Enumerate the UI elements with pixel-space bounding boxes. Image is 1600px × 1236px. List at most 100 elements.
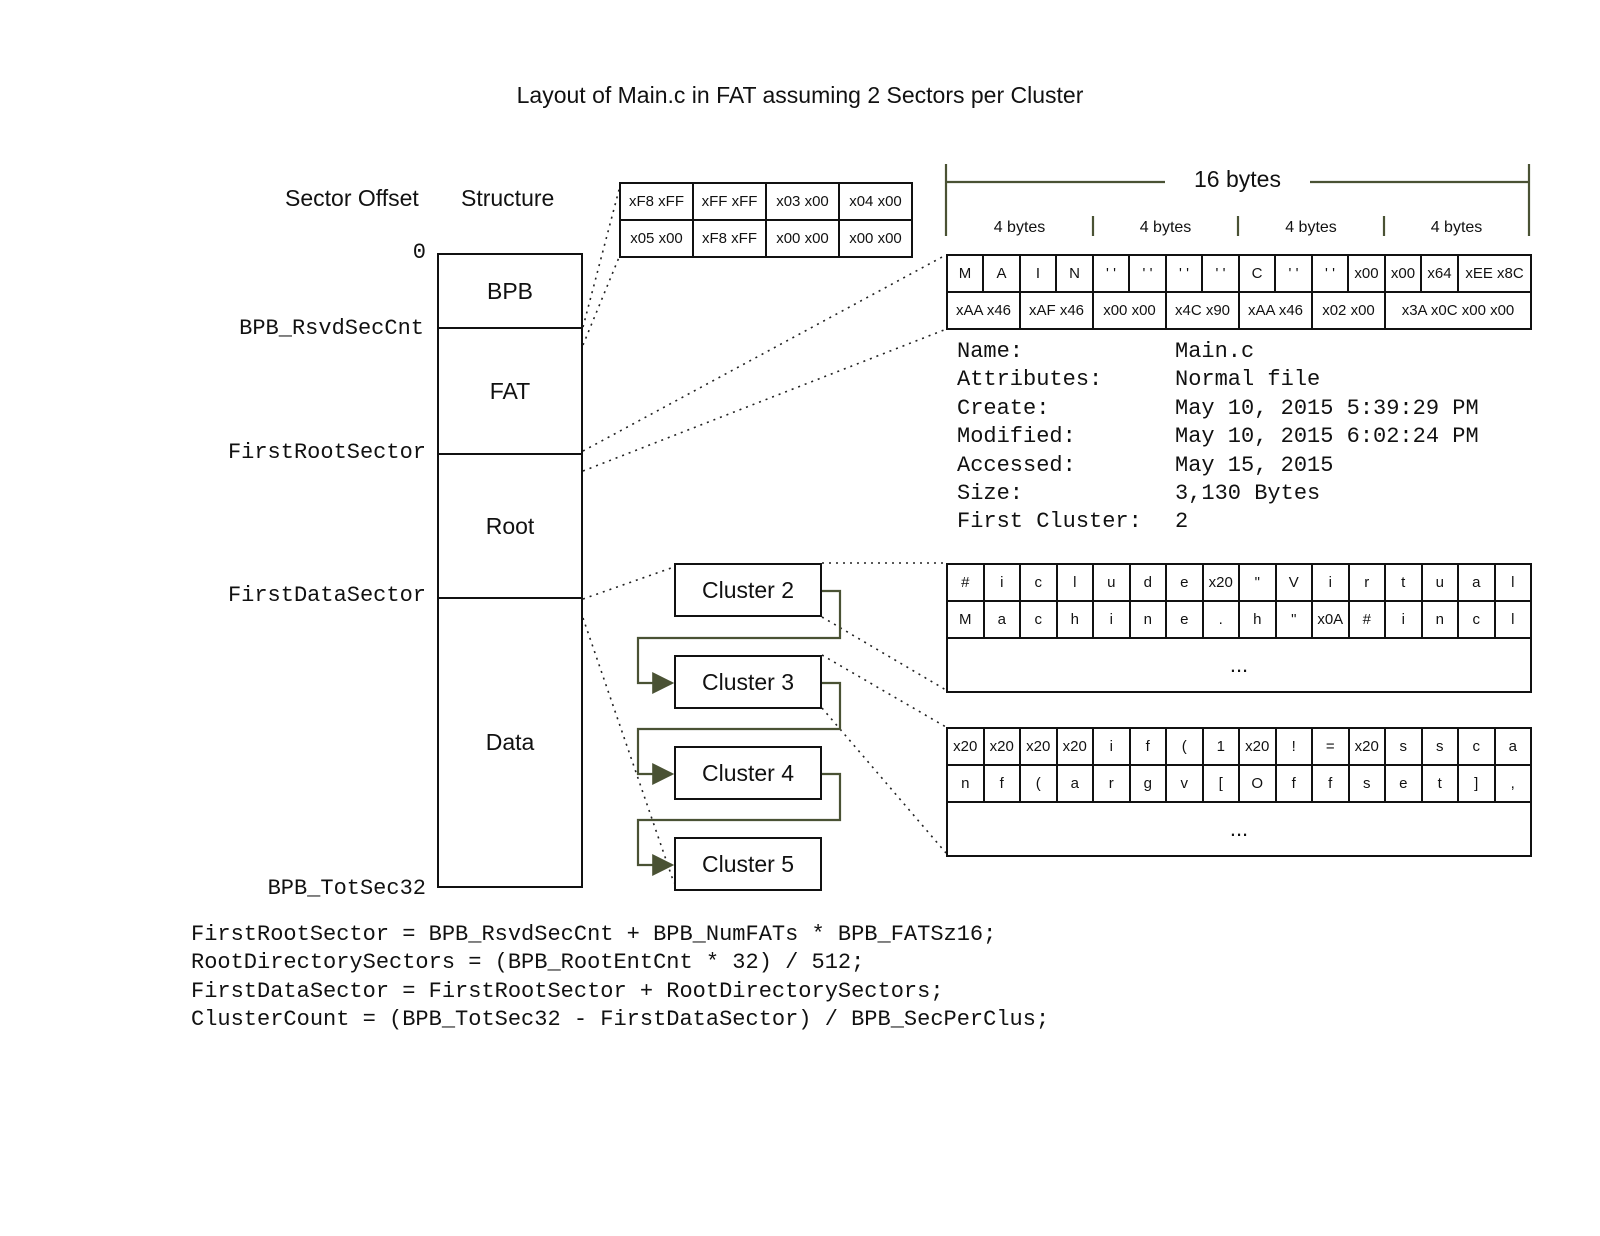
- cluster-2-box: Cluster 2: [674, 563, 822, 617]
- ruler-group-label: 4 bytes: [993, 219, 1046, 236]
- cluster-3-box: Cluster 3: [674, 655, 822, 709]
- root-zoom-line-bottom: [582, 329, 945, 472]
- data-byte-cell: x20: [946, 727, 985, 766]
- dir-byte-cell: M: [946, 254, 984, 293]
- dir-byte-cell: xEE x8C: [1457, 254, 1532, 293]
- data-byte-cell: ]: [1457, 764, 1496, 803]
- data-byte-cell: i: [1311, 563, 1350, 602]
- file-info-key: Accessed:: [957, 452, 1076, 478]
- dir-byte-cell: A: [982, 254, 1021, 293]
- sector-label-zero: 0: [412, 240, 426, 265]
- sector-label-rsvd: BPB_RsvdSecCnt: [239, 316, 424, 341]
- data-byte-cell: a: [1493, 727, 1532, 766]
- ruler-total-label: 16 bytes: [1165, 166, 1310, 193]
- data-byte-cell: e: [1165, 600, 1204, 639]
- data-byte-cell: 1: [1201, 727, 1240, 766]
- data-byte-cell: t: [1420, 764, 1459, 803]
- sector-label-totsec: BPB_TotSec32: [267, 876, 426, 901]
- data-byte-cell: u: [1420, 563, 1459, 602]
- sector-label-first-data: FirstDataSector: [227, 583, 426, 608]
- data-byte-cell: x20: [1201, 563, 1240, 602]
- dir-byte-cell: x4C x90: [1165, 291, 1240, 330]
- fat-cell: x03 x00: [765, 182, 840, 221]
- file-info-key: Modified:: [957, 424, 1076, 450]
- file-info-value: May 15, 2015: [1175, 452, 1334, 478]
- data-ellipsis-cell: ...: [946, 801, 1532, 857]
- dir-byte-cell: xAA x46: [1238, 291, 1313, 330]
- data-byte-cell: i: [1092, 600, 1131, 639]
- data-ellipsis-cell: ...: [946, 637, 1532, 693]
- data-byte-cell: t: [1384, 563, 1423, 602]
- data-byte-cell: f: [1128, 727, 1167, 766]
- dir-byte-cell: I: [1019, 254, 1057, 293]
- data-byte-cell: x20: [982, 727, 1021, 766]
- file-info-row: Modified: May 10, 2015 6:02:24 PM: [957, 423, 1479, 451]
- file-info-value: 3,130 Bytes: [1175, 481, 1321, 507]
- file-info-row: Accessed: May 15, 2015: [957, 452, 1479, 480]
- data-byte-cell: O: [1238, 764, 1277, 803]
- cluster2-zoom-line-bottom: [821, 616, 947, 691]
- file-info-value: May 10, 2015 5:39:29 PM: [1175, 395, 1479, 421]
- data-byte-cell: n: [1128, 600, 1167, 639]
- dir-byte-cell: ' ': [1165, 254, 1203, 293]
- data-byte-cell: a: [982, 600, 1021, 639]
- data-zoom-line-bottom: [582, 617, 675, 884]
- data-byte-cell: ": [1274, 600, 1313, 639]
- data-byte-cell: ": [1238, 563, 1277, 602]
- file-info-value: Normal file: [1175, 367, 1321, 393]
- data-byte-cell: x20: [1019, 727, 1058, 766]
- data-byte-cell: c: [1457, 600, 1496, 639]
- dir-byte-cell: x02 x00: [1311, 291, 1386, 330]
- dir-byte-cell: N: [1055, 254, 1094, 293]
- data-byte-cell: n: [1420, 600, 1459, 639]
- data-byte-cell: c: [1019, 600, 1058, 639]
- file-info-key: Attributes:: [957, 367, 1103, 393]
- dir-byte-cell: x00: [1384, 254, 1422, 293]
- fat-cell: x04 x00: [838, 182, 913, 221]
- cluster-4-box: Cluster 4: [674, 746, 822, 800]
- data-byte-cell: f: [1311, 764, 1350, 803]
- data-byte-cell: u: [1092, 563, 1131, 602]
- ruler-group-label: 4 bytes: [1430, 219, 1483, 236]
- cluster3-data-table: x20 x20 x20 x20 i f ( 1 x20 ! = x20 s s …: [946, 727, 1532, 857]
- formula-line: FirstDataSector = FirstRootSector + Root…: [191, 978, 944, 1004]
- fat-table: xF8 xFF xFF xFF x03 x00 x04 x00 x05 x00 …: [619, 182, 913, 258]
- data-byte-cell: v: [1165, 764, 1204, 803]
- dir-byte-cell: x00 x00: [1092, 291, 1167, 330]
- ruler-group-label: 4 bytes: [1285, 219, 1337, 236]
- fat-cell: xF8 xFF: [619, 182, 694, 221]
- data-byte-cell: V: [1274, 563, 1313, 602]
- fat-cell: xFF xFF: [692, 182, 767, 221]
- dir-byte-cell: ' ': [1311, 254, 1349, 293]
- fat-cell: xF8 xFF: [692, 219, 767, 258]
- data-byte-cell: i: [1384, 600, 1423, 639]
- dir-entry-row2: xAA x46 xAF x46 x00 x00 x4C x90 xAA x46 …: [946, 291, 1532, 330]
- data-byte-cell: e: [1165, 563, 1204, 602]
- fat-cell: x00 x00: [838, 219, 913, 258]
- sector-offset-header: Sector Offset: [285, 185, 419, 211]
- data-byte-cell: l: [1493, 600, 1532, 639]
- data-byte-cell: f: [982, 764, 1021, 803]
- chain-arrow-3-4: [636, 681, 842, 785]
- cluster3-zoom-line-top: [821, 654, 947, 728]
- file-info-row: Attributes: Normal file: [957, 366, 1479, 394]
- dir-byte-cell: x64: [1420, 254, 1459, 293]
- structure-data: Data: [437, 597, 583, 888]
- data-byte-cell: [: [1201, 764, 1240, 803]
- dir-byte-cell: ' ': [1274, 254, 1313, 293]
- data-byte-cell: c: [1019, 563, 1058, 602]
- dir-byte-cell: x3A x0C x00 x00: [1384, 291, 1532, 330]
- data-byte-cell: h: [1238, 600, 1277, 639]
- cluster2-data-table: # i c l u d e x20 " V i r t u a l M a c …: [946, 563, 1532, 693]
- chain-arrow-2-3: [636, 589, 842, 694]
- file-info-value: May 10, 2015 6:02:24 PM: [1175, 424, 1479, 450]
- fat-cell: x05 x00: [619, 219, 694, 258]
- formula-line: ClusterCount = (BPB_TotSec32 - FirstData…: [191, 1007, 1050, 1033]
- data-byte-cell: (: [1165, 727, 1204, 766]
- file-info-key: Size:: [957, 481, 1024, 507]
- dir-byte-cell: ' ': [1092, 254, 1130, 293]
- fat-zoom-line-top: [582, 185, 621, 328]
- diagram-title: Layout of Main.c in FAT assuming 2 Secto…: [516, 82, 1084, 108]
